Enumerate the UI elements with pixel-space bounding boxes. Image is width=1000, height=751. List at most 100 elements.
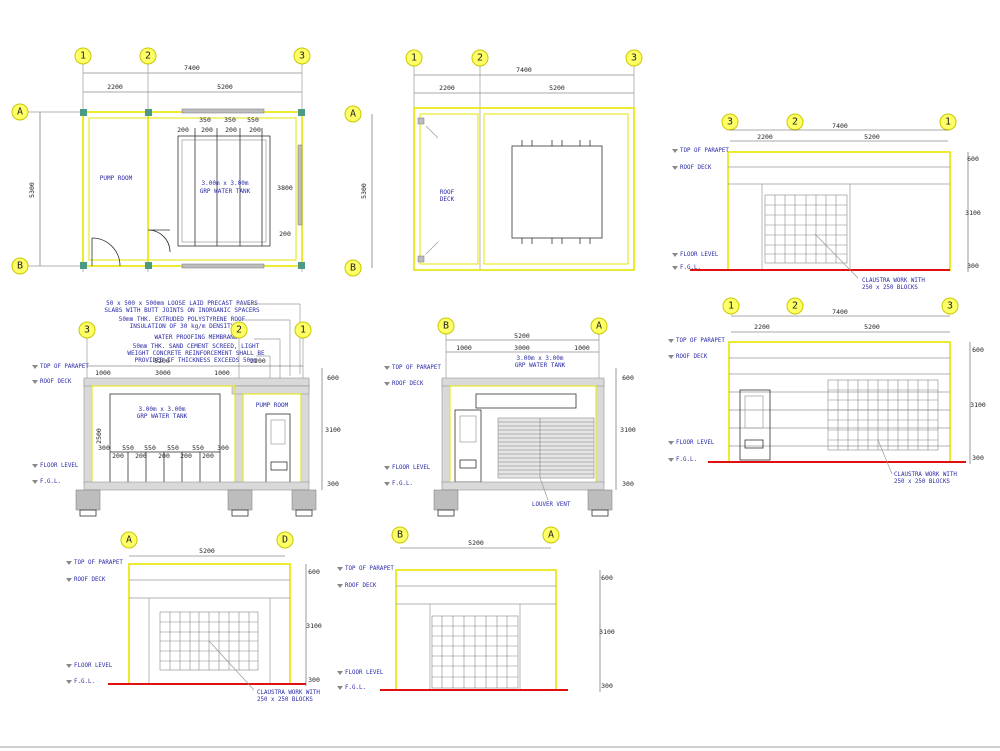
elev1-dim-7400: 7400 [832, 122, 848, 130]
grid-bubble-3: 3 [293, 47, 311, 65]
roof-dim-2200: 2200 [439, 84, 455, 92]
dim-3800: 3800 [277, 184, 293, 192]
elev4-dim-600: 600 [601, 574, 613, 582]
sect1-floor-level: FLOOR LEVEL [40, 463, 79, 469]
elev1-fgl: F.G.L. [680, 265, 701, 271]
svg-text:A: A [548, 530, 554, 541]
elev1-dim-3100: 3100 [965, 209, 981, 217]
roof-dim-7400: 7400 [516, 66, 532, 74]
elev2-grid-bubble-1: 1 [722, 297, 740, 315]
svg-text:2: 2 [792, 117, 798, 128]
elev4-grid-bubble-a: A [542, 526, 560, 544]
sect1-grid-bubble-2: 2 [230, 321, 248, 339]
sect2-tank-size: 3.00m x 3.00m [517, 355, 564, 362]
elev3-floor-level: FLOOR LEVEL [74, 663, 113, 669]
sect2-dim-600: 600 [622, 374, 634, 382]
deck-label: DECK [440, 196, 455, 203]
svg-text:B: B [397, 530, 403, 541]
grid-bubble-1: 1 [74, 47, 92, 65]
sect1-dim-2500: 2500 [95, 428, 103, 444]
elev1-dim-2200: 2200 [757, 133, 773, 141]
sect2-dim-3100: 3100 [620, 426, 636, 434]
tank-type-label: GRP WATER TANK [200, 188, 251, 195]
sect2-floor-level: FLOOR LEVEL [392, 465, 431, 471]
sect1-dim-1000: 1000 [95, 369, 111, 377]
sect2-dim-3000: 3000 [514, 344, 530, 352]
dim-200-d: 200 [249, 126, 261, 134]
svg-text:2: 2 [236, 325, 242, 336]
sect2-grid-bubble-b: B [437, 317, 455, 335]
elevation-rear: 3 2 1 7400 2200 5200 600 3100 300 TOP OF… [672, 113, 981, 291]
elev3-top-parapet: TOP OF PARAPET [74, 560, 123, 566]
elev1-dim-300: 300 [967, 262, 979, 270]
elev3-grid-bubble-d: D [276, 531, 294, 549]
elev4-floor-level: FLOOR LEVEL [345, 670, 384, 676]
svg-text:A: A [17, 107, 23, 118]
roof-label: ROOF [440, 189, 455, 196]
svg-text:1: 1 [728, 301, 734, 312]
roof-plan: 7400 2200 5200 5300 ROOF DECK 1 2 3 A B [344, 49, 643, 277]
svg-text:D: D [282, 535, 288, 546]
elev2-dim-7400: 7400 [832, 308, 848, 316]
svg-text:3: 3 [947, 301, 953, 312]
sect2-fgl: F.G.L. [392, 481, 413, 487]
dim-550: 550 [247, 116, 259, 124]
elev2-top-parapet: TOP OF PARAPET [676, 338, 725, 344]
sect2-louver-vent-note: LOUVER VENT [532, 502, 571, 508]
elev1-top-parapet: TOP OF PARAPET [680, 148, 729, 154]
elev3-claustra-note-1: CLAUSTRA WORK WITH [257, 690, 320, 696]
svg-text:A: A [350, 109, 356, 120]
sect2-tank-type: GRP WATER TANK [515, 362, 566, 369]
elev3-claustra-note-2: 250 x 250 BLOCKS [257, 697, 313, 703]
dim-5300: 5300 [28, 182, 36, 198]
svg-text:A: A [126, 535, 132, 546]
elevation-side-right: B A 5200 600 3100 300 TOP OF PARAPET ROO… [337, 526, 615, 692]
sect1-roof-deck: ROOF DECK [40, 379, 72, 385]
elevation-side-left: A D 5200 600 3100 300 TOP OF PARAPET ROO… [66, 531, 322, 703]
sect1-dim-200-d: 200 [180, 452, 192, 460]
sect2-dim-1000: 1000 [456, 344, 472, 352]
dim-5200: 5200 [217, 83, 233, 91]
section-note-5: WATER PROOFING MEMBRANE [154, 334, 237, 341]
floor-plan: 7400 2200 5200 5300 200 350 350 550 200 … [11, 47, 311, 275]
sect1-dim-300-b: 300 [217, 444, 229, 452]
sect1-dim-200: 200 [112, 452, 124, 460]
dim-200-e: 200 [279, 230, 291, 238]
svg-text:1: 1 [411, 53, 417, 64]
elev1-grid-bubble-2: 2 [786, 113, 804, 131]
section-through-tank: B A 5200 1000 3000 1000 3.00m x 3.00m GR… [384, 317, 636, 517]
roof-grid-bubble-1: 1 [405, 49, 423, 67]
elev2-dim-300: 300 [972, 454, 984, 462]
grid-bubble-a: A [11, 103, 29, 121]
elev3-dim-5200: 5200 [199, 547, 215, 555]
svg-text:3: 3 [84, 325, 90, 336]
sect1-dim-550-d: 550 [192, 444, 204, 452]
elev4-top-parapet: TOP OF PARAPET [345, 566, 394, 572]
sect1-dim-550-c: 550 [167, 444, 179, 452]
elev1-claustra-note-1: CLAUSTRA WORK WITH [862, 278, 925, 284]
svg-text:B: B [17, 261, 23, 272]
elev1-floor-level: FLOOR LEVEL [680, 252, 719, 258]
roof-dim-5200: 5200 [549, 84, 565, 92]
dim-350-b: 350 [224, 116, 236, 124]
svg-text:1: 1 [80, 51, 86, 62]
svg-text:1: 1 [300, 325, 306, 336]
elev1-grid-bubble-3: 3 [721, 113, 739, 131]
elev3-dim-3100: 3100 [306, 622, 322, 630]
sect2-top-parapet: TOP OF PARAPET [392, 365, 441, 371]
louver-vent-grille [497, 417, 595, 479]
roof-grid-bubble-b: B [344, 259, 362, 277]
svg-text:A: A [596, 321, 602, 332]
sect1-dim-550: 550 [122, 444, 134, 452]
claustra-grid-elev4 [431, 615, 519, 689]
tank-size-label: 3.00m x 3.00m [202, 180, 249, 187]
elev1-grid-bubble-1: 1 [939, 113, 957, 131]
elev4-dim-3100: 3100 [599, 628, 615, 636]
sect1-dim-1000-b: 1000 [214, 369, 230, 377]
elev3-dim-600: 600 [308, 568, 320, 576]
sect1-dim-2200: 2200 [250, 357, 266, 365]
dim-2200: 2200 [107, 83, 123, 91]
elev4-fgl: F.G.L. [345, 685, 366, 691]
elev2-fgl: F.G.L. [676, 457, 697, 463]
